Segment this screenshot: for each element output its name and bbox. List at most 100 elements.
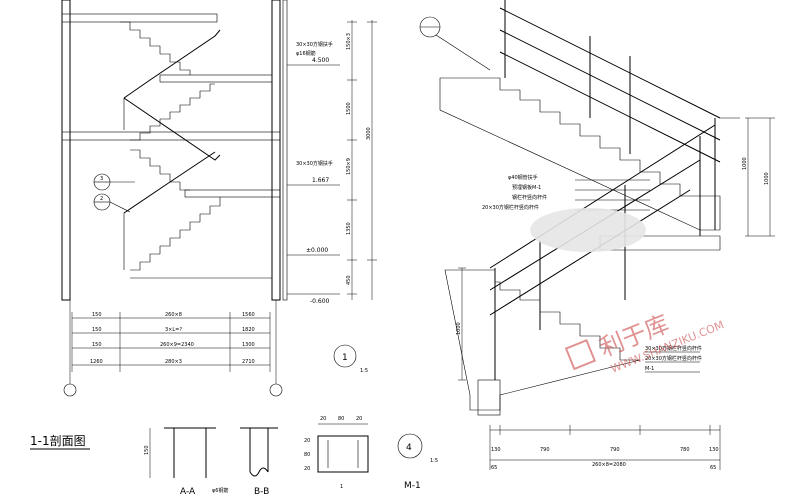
right-railing-detail: 1000 1000 1000 φ40钢管扶手 预埋钢板M-1 钢栏杆竖向杆件 2… bbox=[419, 0, 775, 471]
elev-4500: 4.500 bbox=[312, 57, 329, 64]
note-r2: 预埋钢板M-1 bbox=[512, 184, 541, 191]
level-marks-left bbox=[287, 64, 340, 295]
detail-1-scale: 1:5 bbox=[360, 368, 368, 374]
dim-r2-c: 1820 bbox=[242, 327, 255, 333]
bdim-5: 130 bbox=[709, 447, 719, 453]
elev-minus0600: -0.600 bbox=[310, 298, 330, 305]
m1-top-b: 80 bbox=[338, 416, 344, 422]
detail-1-number: 1 bbox=[342, 353, 348, 363]
dim-r1-a: 150 bbox=[92, 312, 102, 318]
vdim-right-1: 1000 bbox=[742, 157, 748, 170]
axis-bubble-left bbox=[63, 383, 77, 397]
label-m1: M-1 bbox=[404, 481, 421, 491]
label-aa: A-A bbox=[180, 487, 196, 497]
m1-small-one: 1 bbox=[340, 484, 343, 490]
middle-flight-steps bbox=[130, 83, 215, 141]
bdim-2: 790 bbox=[540, 447, 550, 453]
note-r6: 20×30方钢栏杆竖向杆件 bbox=[645, 355, 702, 362]
note-r7: M-1 bbox=[645, 366, 654, 372]
m1-side-b: 80 bbox=[304, 452, 310, 458]
right-wall-face bbox=[282, 0, 288, 301]
vdim-2: 1500 bbox=[346, 102, 352, 115]
dim-r4-b: 280×3 bbox=[165, 359, 182, 365]
m1-top-c: 20 bbox=[356, 416, 362, 422]
rail-3-upper bbox=[499, 51, 721, 163]
elev-1667: 1.667 bbox=[312, 177, 329, 184]
label-bb: B-B bbox=[254, 487, 269, 497]
bdim-total: 260×8=2080 bbox=[592, 462, 626, 468]
blur-patch bbox=[530, 208, 646, 252]
vdim-right-2: 1000 bbox=[764, 172, 770, 185]
landing-upper bbox=[159, 74, 273, 83]
rail-3-lower bbox=[489, 189, 691, 316]
detail-circle-4 bbox=[397, 433, 423, 459]
vdim-6: 450 bbox=[346, 275, 352, 285]
detail-bb: φ6钢筋 B-B bbox=[212, 427, 278, 497]
detail-m1: 20 80 20 20 80 20 1 M-1 bbox=[304, 416, 421, 491]
dim-r2-a: 150 bbox=[92, 327, 102, 333]
m1-top-a: 20 bbox=[320, 416, 326, 422]
bdim-end1: 65 bbox=[491, 465, 497, 471]
detail-circle-1 bbox=[333, 344, 357, 368]
vdim-3: 3000 bbox=[366, 127, 372, 140]
callout-2-label: 2 bbox=[100, 196, 103, 202]
right-wall bbox=[271, 0, 281, 301]
elev-0000: ±0.000 bbox=[306, 247, 328, 254]
lower-landing-hatch bbox=[477, 379, 501, 416]
vertical-dims-left bbox=[347, 20, 377, 300]
note-handrail-top: 30×30方钢扶手 bbox=[296, 41, 333, 48]
rail-top-lower bbox=[489, 124, 716, 269]
left-section-view: 4.500 1.667 ±0.000 -0.600 30×30方钢扶手 φ16钢… bbox=[61, 0, 377, 397]
slab-mid bbox=[61, 131, 281, 141]
leader-notes bbox=[575, 179, 700, 373]
detail-4-number: 4 bbox=[406, 443, 412, 453]
note-r1: φ40钢管扶手 bbox=[508, 174, 538, 181]
dim-r3-c: 1300 bbox=[242, 342, 255, 348]
vdim-1: 150×3 bbox=[346, 33, 352, 50]
vdim-5: 1350 bbox=[346, 222, 352, 235]
dim-r4-a: 1260 bbox=[90, 359, 103, 365]
m1-plate bbox=[317, 435, 369, 473]
bdim-3: 790 bbox=[610, 447, 620, 453]
bdim-4: 780 bbox=[680, 447, 690, 453]
slab-top bbox=[61, 13, 218, 23]
axis-bubble-right bbox=[269, 383, 283, 397]
dim-r4-c: 2710 bbox=[242, 359, 255, 365]
rail-2-upper bbox=[499, 29, 721, 141]
left-wall bbox=[61, 0, 71, 301]
watermark-logo-icon bbox=[564, 338, 597, 371]
vdim-4: 150×9 bbox=[346, 158, 352, 175]
note-r5: 30×30方钢栏杆竖向杆件 bbox=[645, 345, 702, 352]
dim-r3-b: 260×9=2340 bbox=[160, 342, 194, 348]
section-title: 1-1剖面图 bbox=[30, 434, 86, 448]
detail-aa: 150 A-A bbox=[144, 427, 216, 497]
handrail-mid bbox=[123, 97, 221, 161]
upper-flight-steps bbox=[120, 21, 191, 75]
watermark: 利于库 WWW.SHANZIKU.COM bbox=[564, 310, 726, 376]
middle-flight-steps-b bbox=[130, 149, 190, 191]
m1-side-c: 20 bbox=[304, 466, 310, 472]
note-r4: 20×30方钢栏杆竖向杆件 bbox=[482, 204, 539, 211]
dim-r2-b: 3×L=? bbox=[165, 327, 182, 333]
rail-top-upper bbox=[499, 7, 721, 119]
note-r3: 钢栏杆竖向杆件 bbox=[512, 194, 547, 201]
bdim-1: 130 bbox=[491, 447, 501, 453]
m1-side-a: 20 bbox=[304, 438, 310, 444]
callout-3-label: 3 bbox=[100, 176, 103, 182]
dim-r1-c: 1560 bbox=[242, 312, 255, 318]
bb-note: φ6钢筋 bbox=[212, 487, 228, 494]
horizontal-dims-left bbox=[71, 312, 271, 372]
lower-flight-steps bbox=[130, 197, 221, 271]
dim-r1-b: 260×8 bbox=[165, 312, 182, 318]
detail-4-scale: 1:5 bbox=[430, 458, 438, 464]
handrail-upper bbox=[123, 29, 221, 99]
upper-flight-section bbox=[439, 77, 721, 231]
dim-r3-a: 150 bbox=[92, 342, 102, 348]
vdim-right-3: 1000 bbox=[456, 322, 462, 335]
aa-height: 150 bbox=[144, 445, 150, 455]
bdim-end2: 65 bbox=[710, 465, 716, 471]
landing-lower bbox=[184, 189, 281, 198]
note-handrail-mid: 30×30方钢扶手 bbox=[296, 160, 333, 167]
note-rebar: φ16钢筋 bbox=[296, 50, 316, 57]
